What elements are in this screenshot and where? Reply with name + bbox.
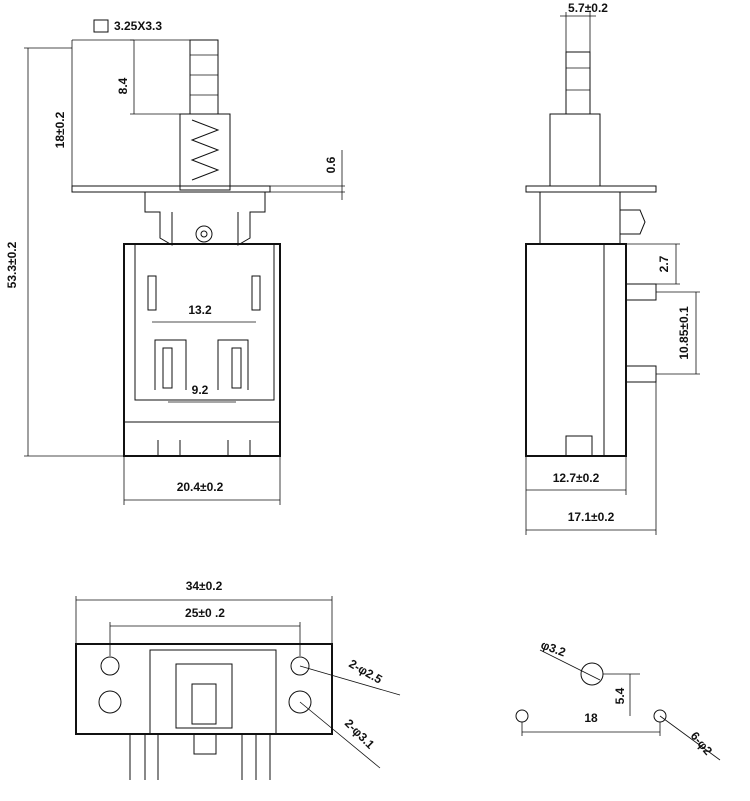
plate-thickness-dim: 0.6: [324, 156, 338, 173]
side-terminal-top: [625, 283, 657, 301]
flange-hole-icon: [98, 690, 122, 714]
overall-depth-dim: 17.1±0.2: [568, 510, 615, 524]
side-view: 5.7±0.2 2.7 10.85±0.1 12.7±0.2 17.1±0.2: [525, 1, 700, 535]
terminal-pitch-dim: 10.85±0.1: [677, 306, 691, 360]
small-holes-callout: 2-φ2.5: [347, 656, 385, 686]
stem-length-dim: 8.4: [116, 77, 130, 94]
front-mounting-plate: [71, 185, 271, 193]
bottom-view: 34±0.2 25±0 .2 2-φ2.5 2-φ3.1: [75, 579, 401, 780]
large-holes-callout: 2-φ3.1: [342, 716, 378, 752]
flange-hole-icon: [100, 656, 120, 676]
front-view: 3.25X3.3 8.4 18±0.2 53.3±0.2 0.6 13.2 9.…: [5, 19, 345, 505]
spring-icon: [190, 119, 220, 181]
front-center-hole: [195, 225, 213, 243]
pcb-center-hole-icon: [580, 662, 604, 686]
side-mounting-plate: [525, 185, 657, 193]
body-width-dim: 20.4±0.2: [177, 480, 224, 494]
flange-width-dim: 34±0.2: [186, 579, 223, 593]
plate-height-dim: 18±0.2: [53, 111, 67, 148]
hole-pitch-dim: 25±0 .2: [185, 606, 225, 620]
pcb-layout: φ3.2 5.4 18 6-φ2: [515, 638, 721, 761]
flange-hole-icon: [288, 690, 312, 714]
front-spring-housing: [179, 113, 231, 191]
side-stem: [565, 51, 591, 115]
contact-span-dim: 9.2: [192, 383, 209, 397]
pin-size-label: 3.25X3.3: [114, 19, 162, 33]
bottom-flange: [75, 643, 333, 735]
inner-span-dim: 13.2: [188, 303, 212, 317]
side-body: [525, 243, 627, 457]
offset-a-dim: 2.7: [657, 255, 671, 272]
flange-hole-icon: [290, 656, 310, 676]
stem-width-dim: 5.7±0.2: [568, 1, 608, 15]
overall-height-dim: 53.3±0.2: [5, 241, 19, 288]
hole-spacing-dim: 18: [584, 711, 598, 725]
front-stem: [189, 39, 219, 115]
body-depth-dim: 12.7±0.2: [553, 471, 600, 485]
side-terminal-bottom: [625, 365, 657, 383]
vertical-offset-dim: 5.4: [613, 687, 627, 704]
pcb-pin-hole-icon: [515, 709, 529, 723]
